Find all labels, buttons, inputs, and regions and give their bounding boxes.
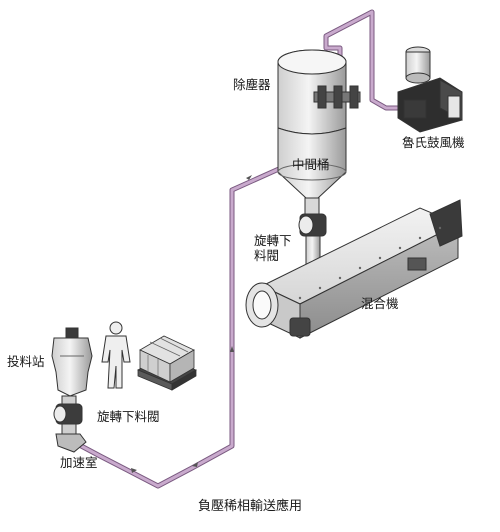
dust-collector — [277, 49, 361, 135]
flow-arrow-icon — [131, 175, 252, 473]
label-rotary-valve-bottom: 旋轉下料閥 — [97, 409, 160, 424]
material-bags-pallet — [137, 335, 197, 391]
label-mixer: 混合機 — [361, 296, 399, 311]
label-dust-collector: 除塵器 — [233, 77, 271, 92]
label-roots-blower: 魯氏鼓風機 — [402, 135, 465, 150]
roots-blower — [397, 46, 463, 133]
label-intermediate-bin: 中間桶 — [292, 157, 330, 172]
feeding-station — [51, 327, 93, 397]
acceleration-chamber — [55, 433, 87, 453]
label-feeding-station: 投料站 — [7, 354, 45, 369]
label-acceleration-chamber: 加速室 — [60, 455, 98, 470]
person-figure — [101, 321, 131, 389]
rotary-valve-bottom — [53, 395, 83, 435]
mixer — [245, 199, 463, 339]
diagram-caption: 負壓稀相輸送應用 — [197, 499, 302, 514]
label-rotary-valve-top: 旋轉下料閥 — [254, 233, 292, 263]
